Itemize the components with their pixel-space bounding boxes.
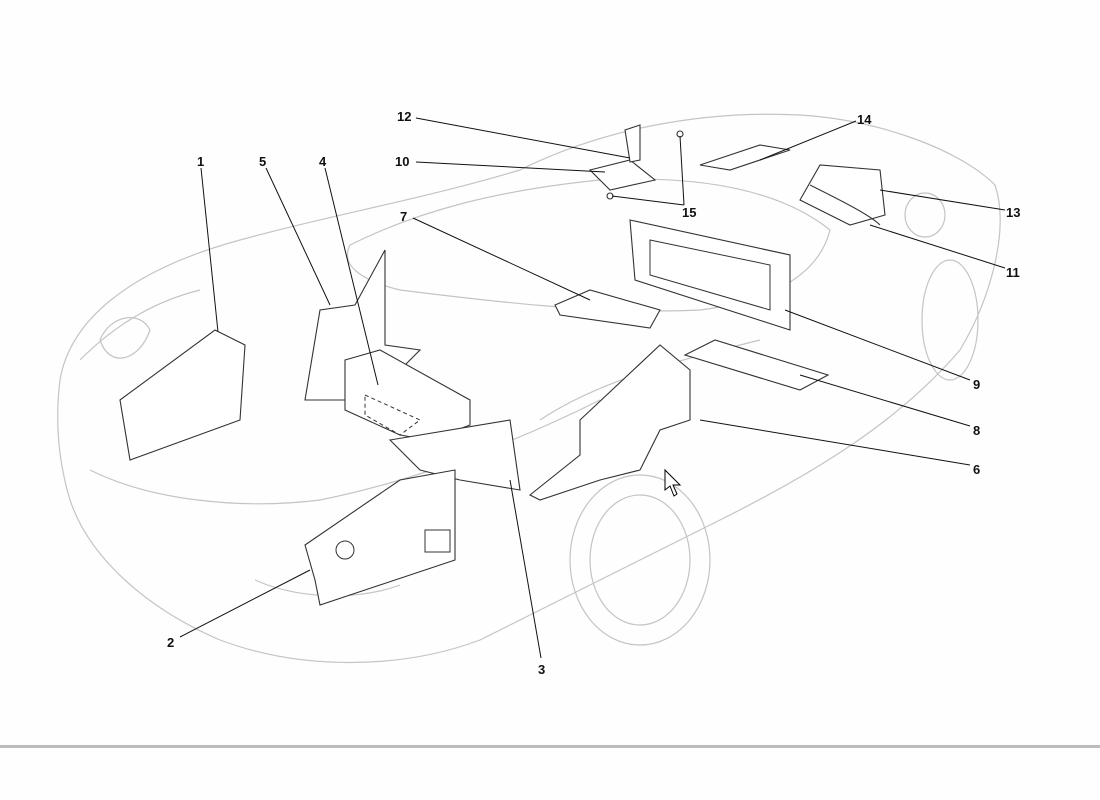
- callout-6: 6: [973, 462, 980, 477]
- part-14: [699, 144, 791, 171]
- mouse-cursor-icon: [664, 468, 682, 497]
- callout-10: 10: [395, 154, 409, 169]
- callout-7: 7: [400, 209, 407, 224]
- callout-13: 13: [1006, 205, 1020, 220]
- part-7: [554, 289, 661, 329]
- callout-15: 15: [682, 205, 696, 220]
- insulation-parts: [119, 124, 886, 606]
- callout-14: 14: [857, 112, 872, 127]
- part-12: [624, 124, 641, 163]
- callout-labels: 1 2 3 4 5 6 7 8 9 10 11 12 13 14 15: [167, 109, 1020, 677]
- callout-8: 8: [973, 423, 980, 438]
- callout-2: 2: [167, 635, 174, 650]
- callout-1: 1: [197, 154, 204, 169]
- callout-leaders: [179, 117, 1006, 659]
- callout-4: 4: [319, 154, 327, 169]
- part-4: [344, 349, 471, 441]
- part-2: [304, 469, 456, 606]
- callout-3: 3: [538, 662, 545, 677]
- divider: [0, 745, 1100, 748]
- part-8: [683, 339, 830, 391]
- callout-11: 11: [1006, 265, 1020, 280]
- part-3: [388, 419, 521, 491]
- part-9: [629, 219, 791, 331]
- part-6: [528, 344, 691, 501]
- callout-9: 9: [973, 377, 980, 392]
- part-10: [588, 159, 657, 191]
- callout-5: 5: [259, 154, 266, 169]
- parts-diagram: 1 2 3 4 5 6 7 8 9 10 11 12 13 14 15: [57, 109, 1020, 677]
- part-11: [809, 184, 881, 226]
- part-13: [799, 164, 886, 226]
- callout-12: 12: [397, 109, 411, 124]
- part-1: [119, 329, 246, 461]
